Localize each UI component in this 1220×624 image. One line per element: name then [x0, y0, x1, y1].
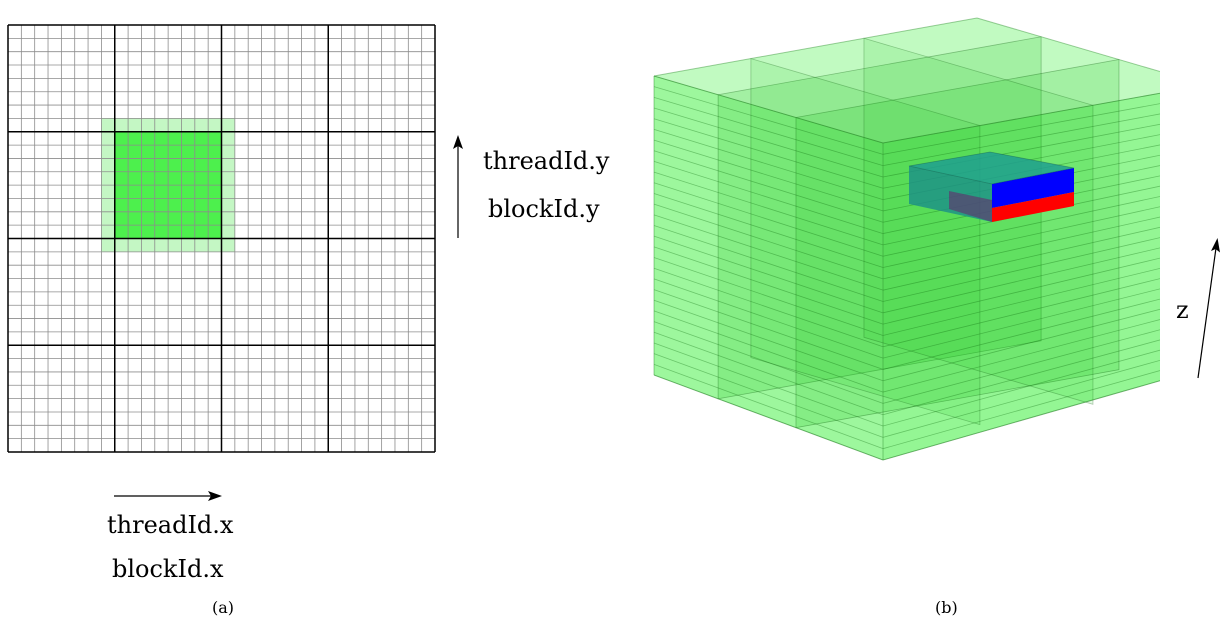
slab-top-face	[908, 151, 1075, 185]
cube-edge	[976, 17, 1160, 73]
layer-line-right	[882, 216, 1160, 280]
slab-blue-layer	[992, 168, 1074, 208]
cube-edge	[653, 374, 884, 461]
layer-line-right	[882, 278, 1160, 348]
x-axis-label-block: blockId.x	[112, 555, 224, 583]
slab-red-layer	[992, 192, 1074, 222]
cube-edge	[653, 17, 978, 77]
layer-line-front	[653, 289, 884, 370]
layer-line-front	[653, 96, 884, 167]
layer-line-front	[653, 374, 884, 461]
slab-front-shade	[949, 191, 992, 222]
y-axis-label-thread: threadId.y	[483, 147, 610, 175]
layer-line-front	[653, 310, 884, 393]
cube-group	[653, 17, 1160, 461]
cube-edge	[882, 92, 1160, 144]
layer-line-front	[653, 235, 884, 314]
partition-sheet	[795, 59, 1120, 429]
layer-line-right	[882, 288, 1160, 359]
layer-line-front	[653, 182, 884, 257]
z-axis-label: z	[1176, 296, 1189, 324]
volume-cube	[653, 17, 1160, 461]
layer-line-front	[653, 278, 884, 359]
layer-line-right	[882, 319, 1160, 393]
layer-line-right	[882, 226, 1160, 291]
layer-line-front	[653, 257, 884, 336]
layer-line-front	[653, 342, 884, 427]
layer-line-front	[653, 171, 884, 246]
layer-line-right	[882, 298, 1160, 370]
cube-top-face	[654, 18, 1160, 143]
layer-line-right	[882, 206, 1160, 268]
layer-line-right	[882, 237, 1160, 302]
layer-line-front	[653, 150, 884, 223]
layer-line-front	[653, 353, 884, 438]
thread-block-grid	[7, 24, 436, 453]
layer-line-front	[653, 299, 884, 382]
layer-line-front	[653, 267, 884, 348]
layer-line-right	[882, 257, 1160, 325]
x-direction-arrow	[114, 491, 222, 501]
layer-line-right	[882, 329, 1160, 404]
y-axis-label-block: blockId.y	[488, 195, 600, 223]
cube-edge	[653, 75, 884, 144]
layer-line-right	[882, 339, 1160, 416]
layer-line-front	[653, 321, 884, 404]
y-direction-arrow	[453, 135, 463, 238]
z-direction-arrow	[1197, 238, 1220, 379]
caption-a: (a)	[212, 598, 235, 617]
layer-line-front	[653, 331, 884, 416]
layer-line-front	[653, 161, 884, 234]
partition-sheet	[750, 58, 981, 426]
layer-line-front	[653, 363, 884, 450]
layer-line-right	[882, 380, 1160, 461]
layer-line-front	[653, 129, 884, 200]
layer-line-right	[882, 113, 1160, 167]
layer-line-right	[882, 308, 1160, 382]
x-axis-label-thread: threadId.x	[107, 511, 234, 539]
layer-line-front	[653, 75, 884, 144]
layer-line-right	[882, 103, 1160, 155]
layer-line-front	[653, 203, 884, 280]
layer-line-right	[882, 247, 1160, 314]
layer-line-front	[653, 193, 884, 268]
layer-line-right	[882, 92, 1160, 144]
layer-line-front	[653, 139, 884, 212]
layer-line-right	[882, 359, 1160, 438]
layer-line-front	[653, 107, 884, 178]
layer-line-front	[653, 246, 884, 325]
layer-line-right	[882, 370, 1160, 450]
layer-line-front	[653, 214, 884, 291]
layer-line-front	[653, 225, 884, 302]
cube-front-face	[654, 76, 883, 460]
layer-line-right	[882, 267, 1160, 336]
layer-line-right	[882, 196, 1160, 257]
layer-line-front	[653, 86, 884, 155]
layer-line-front	[653, 118, 884, 189]
partition-sheet	[863, 37, 1094, 405]
cube-edge	[882, 380, 1160, 461]
layer-line-right	[882, 349, 1160, 427]
partition-sheet	[717, 36, 1042, 400]
caption-b: (b)	[935, 598, 958, 617]
